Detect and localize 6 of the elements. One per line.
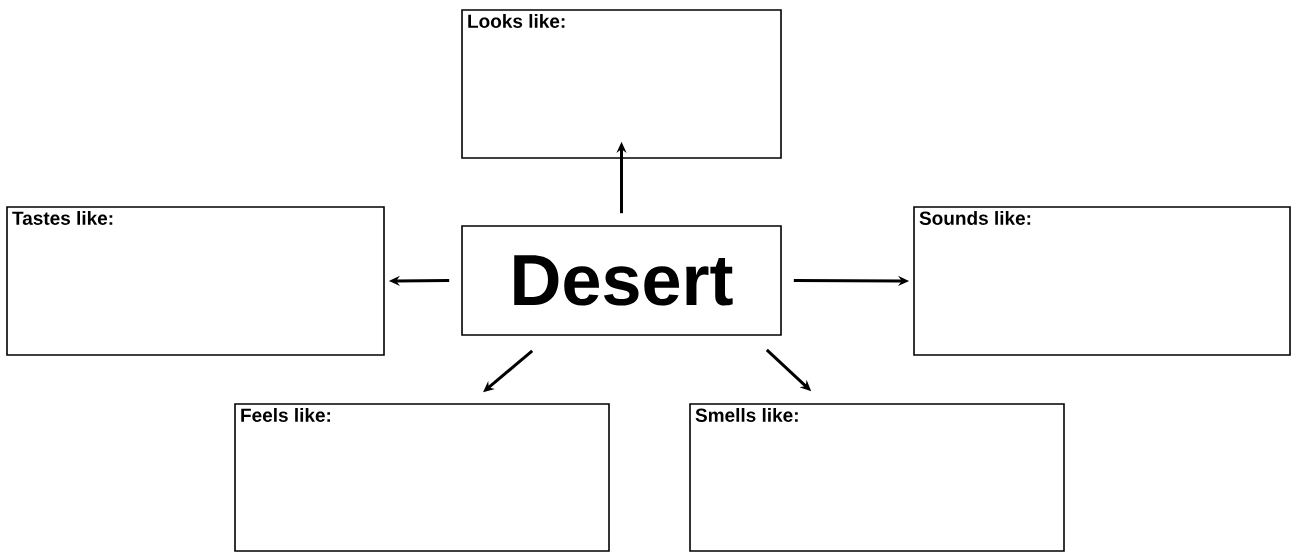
answer-box: Feels like:	[234, 403, 610, 552]
answer-box: Sounds like:	[913, 206, 1291, 356]
topic-box: Desert	[461, 225, 782, 336]
answer-box: Tastes like:	[6, 206, 385, 356]
answer-box: Looks like:	[461, 9, 782, 159]
answer-box: Smells like:	[689, 403, 1065, 552]
